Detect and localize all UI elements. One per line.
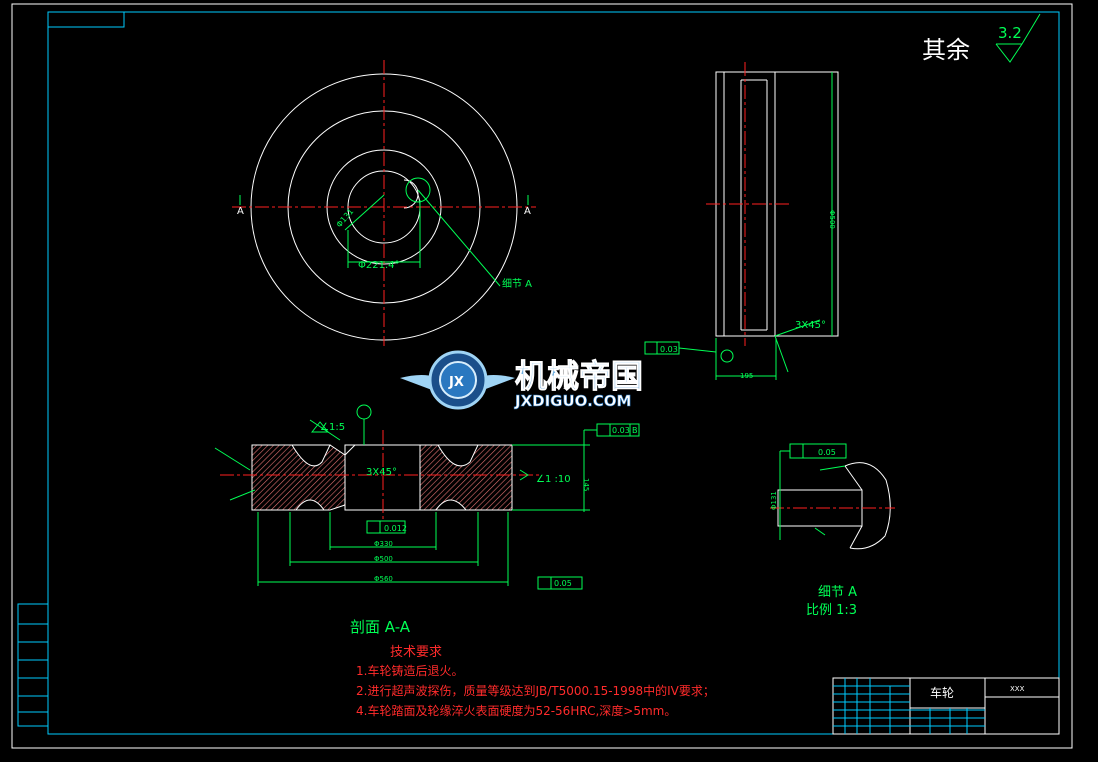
dim-sec-chamfer: 3X45° [366,467,397,478]
roughness-value: 3.2 [998,24,1022,42]
tech-req-item-1: 1.车轮铸造后退火。 [356,664,464,678]
section-view [214,404,640,590]
dim-sec-tol-bottom: 0.05 [554,579,572,588]
dim-side-chamfer: 3X45° [795,320,826,331]
section-mark-right: A [524,206,531,217]
detail-label: 细节 A [818,585,857,600]
watermark-badge: JX [448,375,464,390]
dim-side-tol: 0.03 [660,345,678,354]
detail-scale: 比例 1:3 [806,603,857,618]
dim-sec-slope-left: ∠1:5 [320,422,345,433]
title-part-name: 车轮 [930,685,954,700]
dim-sec-h: 145 [582,478,590,491]
detail-view [770,443,895,550]
dim-sec-tol-mid: 0.012 [384,524,407,533]
dim-top-bore: Φ131 [335,207,356,229]
dim-top-keyway: Φ221.4° [358,260,400,271]
dim-sec-b1: Φ330 [374,540,393,548]
dim-det-tol: 0.05 [818,448,836,457]
dim-sec-slope-right: ∠1 :10 [536,474,571,485]
binding-strip [17,603,49,727]
dim-side-height: Φ500 [828,210,836,229]
section-mark-left: A [237,206,244,217]
top-view [232,60,536,346]
tech-req-item-2: 2.进行超声波探伤，质量等级达到JB/T5000.15-1998中的IV要求； [356,684,715,698]
datum-letter: B [632,426,638,435]
detail-callout: 细节 A [502,277,532,290]
title-drawing-no: XXX [1010,685,1025,693]
drawing-frame [11,3,1073,749]
section-label: 剖面 A-A [350,618,411,636]
watermark-cn: 机械帝国 [515,357,643,395]
watermark-en: JXDIGUO.COM [514,392,631,410]
watermark-logo [400,350,515,410]
tech-req-title: 技术要求 [390,645,443,660]
roughness-symbol [995,13,1041,63]
title-block [832,677,1060,735]
dim-side-width: 195 [740,372,753,380]
dim-det-bore: Φ131 [770,491,778,510]
dim-sec-tol-top: 0.03 [612,426,630,435]
roughness-note: 其余 [922,36,970,64]
dim-sec-b3: Φ560 [374,575,393,583]
dim-sec-b2: Φ500 [374,555,393,563]
side-view [644,62,839,380]
tech-req-item-3: 4.车轮踏面及轮缘淬火表面硬度为52-56HRC,深度>5mm。 [356,704,677,718]
